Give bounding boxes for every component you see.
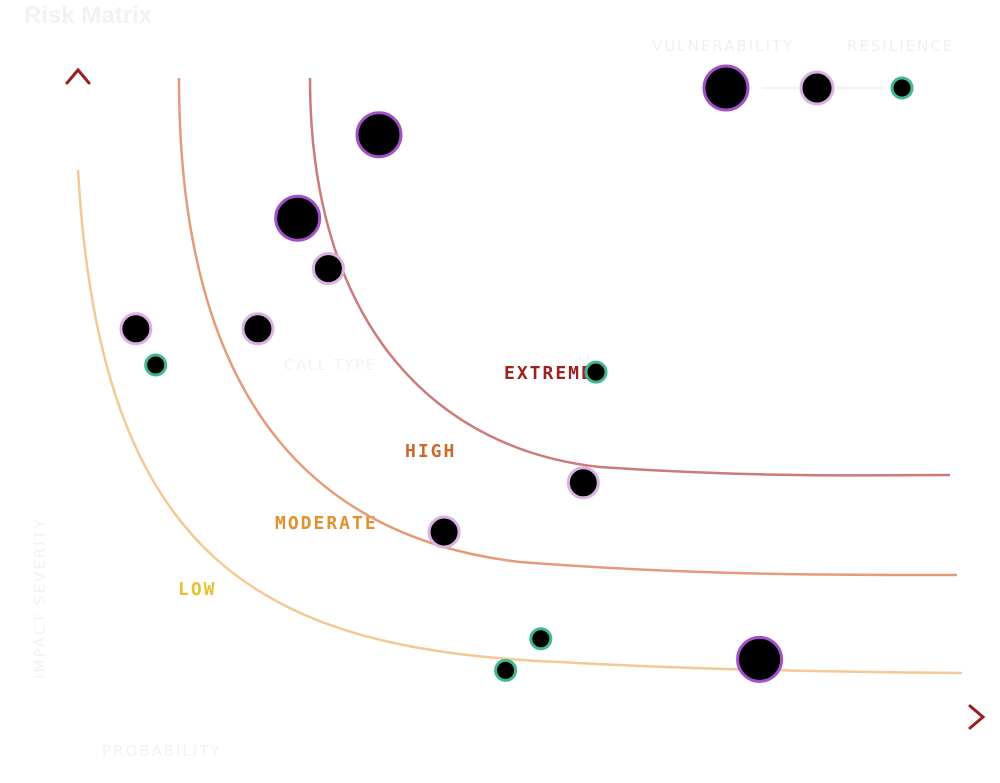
zone-label-moderate: MODERATE	[275, 513, 378, 534]
legend-resilience-swatch	[890, 76, 914, 100]
chart-title: Risk Matrix	[24, 2, 153, 29]
data-point-3	[311, 252, 345, 286]
data-point-6	[144, 353, 168, 377]
data-point-8	[566, 466, 600, 500]
data-point-4	[119, 312, 153, 346]
legend-vulnerability-label: VULNERABILITY	[652, 37, 795, 55]
data-point-1	[355, 111, 403, 159]
risk-curve-high	[308, 77, 951, 477]
legend-vulnerability-swatch	[702, 64, 750, 112]
zone-label-low: LOW	[178, 579, 217, 600]
data-points	[119, 111, 784, 683]
risk-curve-low	[76, 169, 963, 675]
zone-label-high: HIGH	[405, 441, 457, 462]
data-point-11	[494, 658, 518, 682]
data-point-12	[736, 635, 784, 683]
legend-mid-swatch	[799, 70, 835, 106]
data-point-2	[274, 194, 322, 242]
risk-curve-moderate	[177, 77, 958, 577]
y-axis-arrow-icon	[65, 67, 91, 85]
data-point-5	[241, 312, 275, 346]
x-axis-arrow-icon	[968, 704, 986, 730]
x-axis-label: PROBABILITY	[102, 742, 222, 760]
call-type-label: CALL TYPE	[284, 356, 377, 374]
data-point-9	[427, 515, 461, 549]
legend-resilience-label: RESILIENCE	[847, 37, 955, 55]
data-point-7	[584, 360, 608, 384]
data-point-10	[529, 627, 553, 651]
zone-label-extreme: EXTREME	[504, 363, 594, 384]
